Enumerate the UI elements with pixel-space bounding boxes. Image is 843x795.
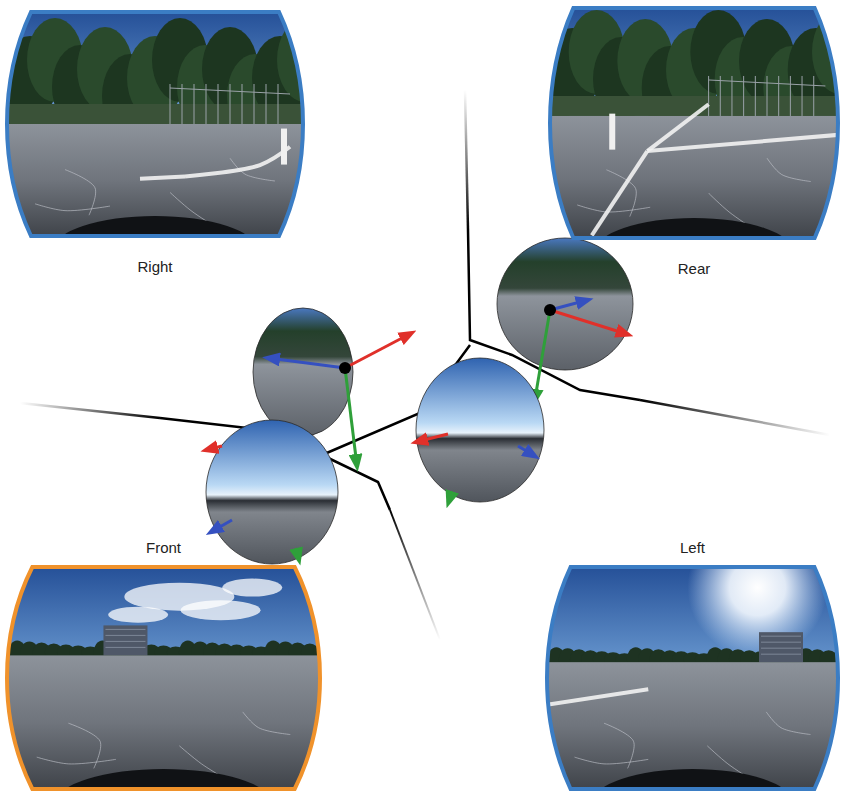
fisheye-image xyxy=(5,10,305,238)
scene-detail xyxy=(242,84,243,124)
scene-detail xyxy=(767,76,768,116)
scene-detail xyxy=(761,654,801,655)
scene-detail xyxy=(424,434,448,440)
scene-detail xyxy=(214,446,222,448)
scene-detail xyxy=(767,158,811,181)
view-label: Rear xyxy=(675,260,714,278)
fisheye-image xyxy=(545,565,840,791)
image-frame xyxy=(7,12,303,236)
scene-detail xyxy=(105,641,145,642)
scene-detail xyxy=(416,358,544,502)
scene-detail xyxy=(254,84,255,124)
view-label: Right xyxy=(134,258,175,276)
camera-sphere xyxy=(416,358,544,502)
scene-detail xyxy=(761,648,801,649)
scene-detail xyxy=(35,204,110,211)
scene-detail xyxy=(592,151,647,235)
scene-detail xyxy=(5,104,305,124)
scene-detail xyxy=(708,76,709,116)
scene-detail xyxy=(720,76,721,116)
scene-detail xyxy=(536,310,550,393)
scene-detail xyxy=(640,400,830,435)
scene-detail xyxy=(68,723,100,768)
scene-detail xyxy=(108,607,168,623)
scene-detail xyxy=(550,310,620,332)
scene-detail xyxy=(761,636,801,637)
scene-detail xyxy=(465,90,468,230)
scene-detail xyxy=(105,647,145,648)
scene-detail xyxy=(575,757,649,764)
scene-detail xyxy=(647,135,840,151)
camera-sphere xyxy=(206,420,338,564)
scene-detail xyxy=(5,10,305,238)
scene-detail xyxy=(345,337,404,368)
scene-detail xyxy=(518,446,528,452)
scene-detail xyxy=(544,304,556,316)
fisheye-image xyxy=(5,565,322,791)
image-frame xyxy=(547,567,838,789)
scene-detail xyxy=(253,308,353,436)
scene-detail xyxy=(577,205,650,212)
scene-detail xyxy=(281,129,287,165)
scene-detail xyxy=(278,84,279,124)
scene-detail xyxy=(497,238,633,370)
scene-detail xyxy=(687,565,827,658)
scene-detail xyxy=(813,76,814,116)
scene-detail xyxy=(185,147,290,177)
scene-detail xyxy=(802,76,803,116)
scene-detail xyxy=(37,757,116,764)
fisheye-image xyxy=(548,6,840,240)
scene-detail xyxy=(20,403,160,418)
camera-view: Right xyxy=(5,10,305,276)
scene-detail xyxy=(778,76,779,116)
scene-detail xyxy=(609,114,615,150)
camera-scene xyxy=(5,10,305,238)
scene-detail xyxy=(140,176,185,178)
scene-detail xyxy=(222,579,282,597)
scene-detail xyxy=(105,629,145,630)
scene-detail xyxy=(182,84,183,124)
scene-detail xyxy=(647,104,708,151)
scene-detail xyxy=(759,632,803,662)
scene-detail xyxy=(339,362,351,374)
view-label: Front xyxy=(143,539,184,557)
scene-detail xyxy=(170,84,171,124)
camera-scene xyxy=(5,565,322,791)
scene-detail xyxy=(276,359,345,368)
scene-detail xyxy=(243,712,291,735)
scene-detail xyxy=(103,625,147,655)
camera-view: Rear xyxy=(548,6,840,278)
scene-detail xyxy=(230,84,231,124)
scene-detail xyxy=(790,76,791,116)
camera-view: Left xyxy=(545,539,840,791)
scene-detail xyxy=(604,723,634,768)
scene-detail xyxy=(731,76,732,116)
scene-detail xyxy=(65,170,96,216)
scene-detail xyxy=(451,492,452,495)
scene-detail xyxy=(194,84,195,124)
camera-scene xyxy=(548,6,840,240)
scene-detail xyxy=(296,548,297,552)
scene-detail xyxy=(206,420,338,564)
scene-detail xyxy=(345,368,356,458)
scene-detail xyxy=(545,689,648,705)
image-frame xyxy=(550,8,838,238)
camera-sphere xyxy=(497,238,633,393)
scene-detail xyxy=(390,510,440,640)
scene-detail xyxy=(170,88,290,94)
scene-detail xyxy=(218,520,232,528)
scene-detail xyxy=(766,712,810,735)
scene-detail xyxy=(181,600,261,620)
image-frame xyxy=(7,567,320,789)
camera-scene xyxy=(545,565,840,791)
scene-detail xyxy=(761,642,801,643)
camera-view: Front xyxy=(5,539,322,791)
view-label: Left xyxy=(677,539,708,557)
scene-detail xyxy=(105,635,145,636)
scene-detail xyxy=(266,84,267,124)
scene-detail xyxy=(709,80,826,86)
scene-detail xyxy=(5,565,322,791)
